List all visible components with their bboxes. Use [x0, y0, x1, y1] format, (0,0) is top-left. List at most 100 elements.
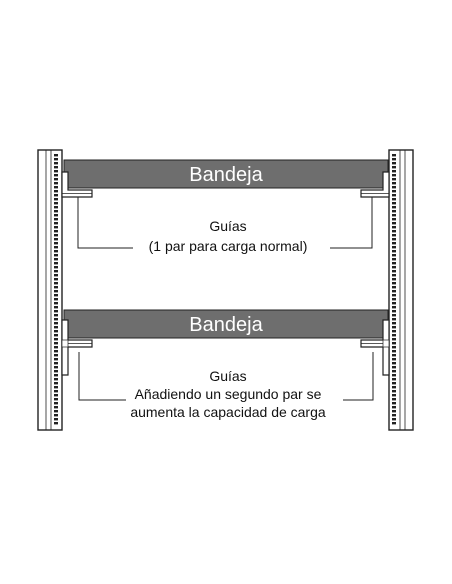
post-hole	[392, 314, 396, 317]
post-hole	[54, 370, 58, 373]
post-hole	[54, 410, 58, 413]
post-hole	[392, 274, 396, 277]
post-hole	[54, 162, 58, 165]
note-top-line2: (1 par para carga normal)	[149, 238, 308, 254]
post-hole	[54, 190, 58, 193]
post-hole	[54, 178, 58, 181]
post-hole	[392, 222, 396, 225]
post-hole	[54, 154, 58, 157]
post-hole	[392, 178, 396, 181]
rail-top-right	[360, 171, 390, 198]
post-hole	[392, 194, 396, 197]
post-hole	[54, 298, 58, 301]
post-hole	[392, 362, 396, 365]
post-hole	[392, 298, 396, 301]
post-hole	[54, 358, 58, 361]
post-hole	[392, 202, 396, 205]
post-hole	[392, 254, 396, 257]
post-hole	[392, 238, 396, 241]
post-hole	[54, 174, 58, 177]
post-hole	[54, 418, 58, 421]
post-hole	[54, 278, 58, 281]
post-hole	[54, 398, 58, 401]
post-hole	[54, 362, 58, 365]
rail-bottom-right	[360, 319, 390, 376]
note-bottom-line1: Guías	[209, 368, 246, 384]
post-hole	[54, 222, 58, 225]
post-hole	[392, 258, 396, 261]
callout-bottom	[78, 352, 374, 401]
post-hole	[392, 154, 396, 157]
post-hole	[392, 246, 396, 249]
post-hole	[54, 386, 58, 389]
right-rack-post	[388, 149, 414, 431]
post-hole	[392, 218, 396, 221]
post-hole	[54, 250, 58, 253]
post-hole	[54, 182, 58, 185]
post-hole	[54, 226, 58, 229]
post-hole	[54, 210, 58, 213]
post-hole	[54, 234, 58, 237]
post-hole	[392, 266, 396, 269]
post-hole	[54, 406, 58, 409]
note-bottom-line3: aumenta la capacidad de carga	[130, 404, 326, 420]
post-hole	[54, 318, 58, 321]
post-hole	[54, 286, 58, 289]
post-hole	[54, 198, 58, 201]
post-hole	[54, 342, 58, 345]
post-hole	[392, 214, 396, 217]
note-top-line1: Guías	[209, 218, 246, 234]
post-hole	[392, 286, 396, 289]
post-hole	[54, 290, 58, 293]
post-hole	[392, 350, 396, 353]
post-hole	[54, 218, 58, 221]
post-hole	[54, 282, 58, 285]
post-hole	[392, 182, 396, 185]
post-hole	[54, 206, 58, 209]
post-hole	[54, 374, 58, 377]
post-hole	[392, 330, 396, 333]
post-hole	[392, 190, 396, 193]
post-hole	[54, 166, 58, 169]
post-hole	[392, 158, 396, 161]
post-hole	[392, 390, 396, 393]
post-hole	[392, 206, 396, 209]
note-bottom-line2: Añadiendo un segundo par se	[135, 386, 322, 402]
post-hole	[392, 374, 396, 377]
post-hole	[392, 370, 396, 373]
post-hole	[392, 398, 396, 401]
post-hole	[54, 202, 58, 205]
post-hole	[392, 414, 396, 417]
post-hole	[54, 326, 58, 329]
post-hole	[54, 306, 58, 309]
post-hole	[392, 378, 396, 381]
post-hole	[392, 234, 396, 237]
callout-top	[77, 197, 373, 249]
post-hole	[54, 346, 58, 349]
tray-top-label: Bandeja	[189, 164, 263, 186]
post-hole	[54, 158, 58, 161]
post-hole	[392, 290, 396, 293]
post-hole	[54, 302, 58, 305]
post-hole	[392, 322, 396, 325]
post-hole	[54, 194, 58, 197]
tray-top: Bandeja	[63, 159, 389, 189]
post-hole	[392, 198, 396, 201]
right-post-holes	[392, 154, 396, 425]
post-hole	[54, 414, 58, 417]
post-hole	[392, 410, 396, 413]
post-hole	[54, 402, 58, 405]
tray-bottom-label: Bandeja	[189, 314, 263, 336]
post-hole	[392, 306, 396, 309]
post-hole	[54, 350, 58, 353]
post-hole	[392, 326, 396, 329]
post-hole	[392, 342, 396, 345]
post-hole	[392, 166, 396, 169]
rail-top-left	[61, 171, 93, 198]
post-hole	[54, 258, 58, 261]
post-hole	[54, 338, 58, 341]
post-hole	[54, 322, 58, 325]
post-hole	[54, 170, 58, 173]
post-hole	[392, 186, 396, 189]
